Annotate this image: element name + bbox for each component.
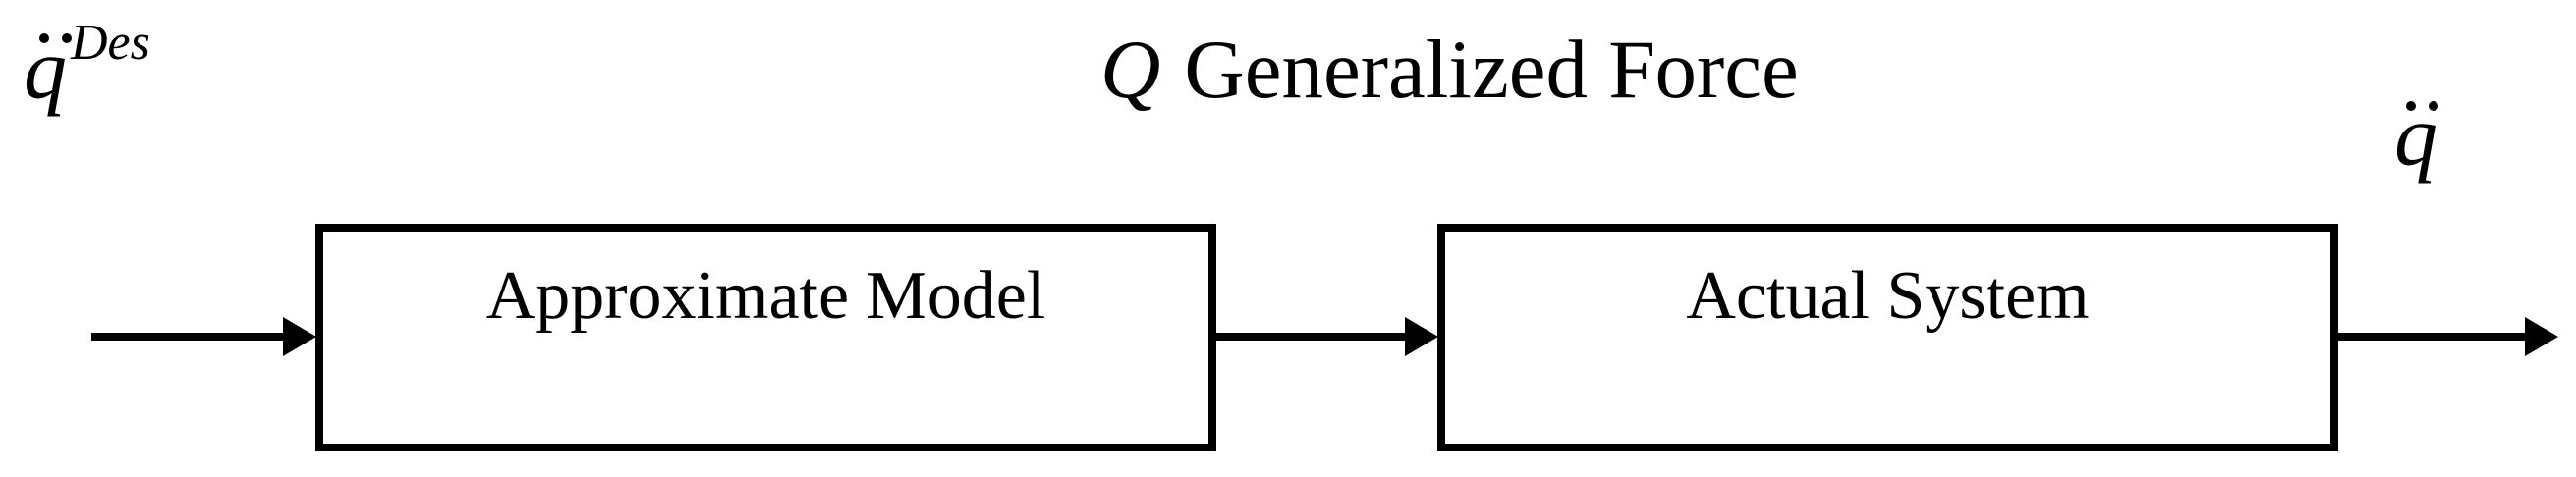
actual-system-block: Actual System	[1437, 224, 2338, 451]
output-signal-label: q	[2394, 94, 2438, 181]
approximate-model-block: Approximate Model	[315, 224, 1216, 451]
input-arrow-line	[91, 333, 285, 341]
input-arrowhead-icon	[283, 317, 316, 356]
output-arrow-line	[2338, 333, 2527, 341]
double-dot-accent	[2406, 101, 2438, 111]
force-symbol-Q: Q	[1100, 24, 1161, 116]
force-title-text: Generalized Force	[1184, 24, 1799, 116]
q-symbol: q	[24, 27, 72, 114]
q-symbol: q	[2394, 94, 2438, 181]
input-signal-label: q Des	[24, 18, 150, 114]
superscript-des: Des	[71, 15, 150, 71]
actual-system-label: Actual System	[1686, 258, 2090, 334]
force-arrowhead-icon	[1405, 317, 1438, 356]
double-dot-accent	[39, 33, 72, 43]
output-arrowhead-icon	[2525, 317, 2558, 356]
force-arrow-line	[1216, 333, 1407, 341]
approximate-model-label: Approximate Model	[485, 258, 1046, 334]
